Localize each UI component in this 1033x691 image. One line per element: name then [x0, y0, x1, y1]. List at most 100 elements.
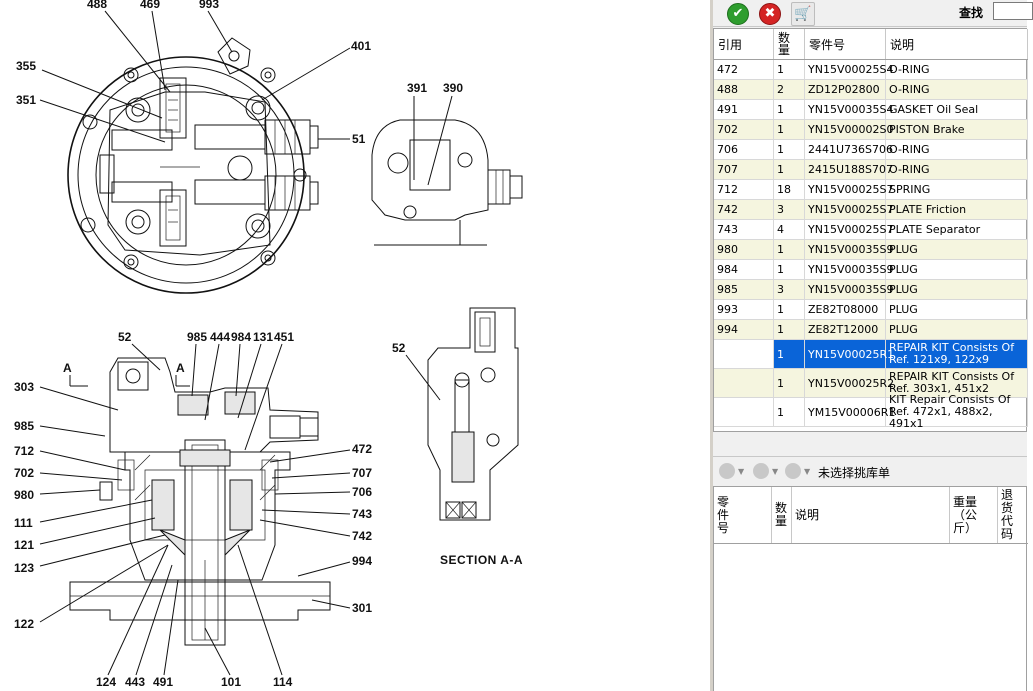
cell-qty-text: 3	[777, 203, 784, 216]
callout-52-assembly[interactable]: 52	[118, 330, 132, 344]
close-icon[interactable]: ✖	[759, 3, 781, 25]
picklist-header-part-label: 零件号	[717, 494, 730, 535]
side-detail	[371, 95, 523, 246]
cell-part-no: YN15V00025S7	[805, 220, 893, 239]
header-qty[interactable]: 数量	[774, 29, 805, 59]
cell-part-no-text: YN15V00035S9	[808, 243, 894, 256]
bottom-leaders	[39, 343, 351, 676]
cell-ref-text: 993	[717, 303, 738, 316]
cell-part-no-text: YN15V00025S4	[808, 63, 894, 76]
header-part-no[interactable]: 零件号	[805, 29, 886, 59]
cell-description-text: O-RING	[889, 163, 930, 176]
callout-391[interactable]: 391	[407, 81, 427, 95]
section-a-a-detail	[405, 307, 519, 521]
cell-qty: 2	[774, 80, 805, 99]
cell-qty: 1	[774, 320, 805, 339]
callout-702[interactable]: 702	[14, 466, 34, 480]
callout-390[interactable]: 390	[443, 81, 463, 95]
cart-icon[interactable]: 🛒	[791, 2, 815, 26]
callout-451[interactable]: 451	[274, 330, 294, 344]
callout-52-section[interactable]: 52	[392, 341, 406, 355]
callout-114[interactable]: 114	[273, 675, 293, 689]
search-input[interactable]	[993, 2, 1033, 20]
callout-123[interactable]: 123	[14, 561, 34, 575]
cell-qty-text: 1	[777, 143, 784, 156]
cell-part-no: YN15V00002S0	[805, 120, 893, 139]
chevron-down-icon[interactable]: ▼	[772, 467, 779, 476]
callout-742[interactable]: 742	[352, 529, 372, 543]
callout-706[interactable]: 706	[352, 485, 372, 499]
search-label: 查找	[959, 6, 984, 20]
cell-part-no: YN15V00035S9	[805, 260, 893, 279]
picklist-header-qty[interactable]: 数量	[772, 487, 792, 543]
callout-121[interactable]: 121	[14, 538, 34, 552]
callout-124[interactable]: 124	[96, 675, 116, 689]
callout-444[interactable]: 444	[210, 330, 230, 344]
callout-985-side[interactable]: 985	[14, 419, 34, 433]
picklist-header-return[interactable]: 退货代码	[998, 487, 1028, 543]
chevron-down-icon[interactable]: ▼	[804, 467, 811, 476]
picklist-status: 未选择挑库单	[818, 466, 891, 480]
callout-51[interactable]: 51	[352, 132, 366, 146]
callout-101[interactable]: 101	[221, 675, 241, 689]
callout-707[interactable]: 707	[352, 466, 372, 480]
chevron-down-icon[interactable]: ▼	[738, 467, 745, 476]
callout-993[interactable]: 993	[199, 0, 219, 11]
cell-description: O-RING	[886, 60, 1028, 79]
add-icon[interactable]	[785, 463, 801, 479]
callout-472[interactable]: 472	[352, 442, 372, 456]
cell-ref: 712	[714, 180, 774, 199]
cell-part-no: ZD12P02800	[805, 80, 886, 99]
callout-984[interactable]: 984	[231, 330, 251, 344]
cell-part-no: YN15V00025R1	[805, 340, 894, 368]
callout-122[interactable]: 122	[14, 617, 34, 631]
cell-part-no: YN15V00025S7	[805, 200, 893, 219]
callout-488[interactable]: 488	[87, 0, 107, 11]
callout-994[interactable]: 994	[352, 554, 372, 568]
callout-111[interactable]: 111	[14, 516, 33, 530]
cell-ref: 707	[714, 160, 774, 179]
callout-980[interactable]: 980	[14, 488, 34, 502]
callout-985-top[interactable]: 985	[187, 330, 207, 344]
callout-401[interactable]: 401	[351, 39, 371, 53]
callout-712[interactable]: 712	[14, 444, 34, 458]
refresh-icon[interactable]	[753, 463, 769, 479]
callout-443[interactable]: 443	[125, 675, 145, 689]
callout-303[interactable]: 303	[14, 380, 34, 394]
check-icon[interactable]: ✔	[727, 3, 749, 25]
callout-351[interactable]: 351	[16, 93, 36, 107]
callout-469[interactable]: 469	[140, 0, 160, 11]
cell-description-text: KIT Repair Consists Of Ref. 472x1, 488x2…	[889, 393, 1011, 430]
picklist-header-weight[interactable]: 重量（公斤）	[950, 487, 998, 543]
db-icon[interactable]	[719, 463, 735, 479]
cell-description: REPAIR KIT Consists Of Ref. 303x1, 451x2	[886, 369, 1028, 397]
callout-743[interactable]: 743	[352, 507, 372, 521]
header-description[interactable]: 说明	[886, 29, 1028, 59]
callout-355[interactable]: 355	[16, 59, 36, 73]
picklist-header-part[interactable]: 零件号	[714, 487, 772, 543]
header-ref[interactable]: 引用	[714, 29, 774, 59]
picklist-header-desc[interactable]: 说明	[792, 487, 950, 543]
callout-491[interactable]: 491	[153, 675, 173, 689]
picklist-header-weight-label: 重量（公斤）	[953, 494, 978, 535]
callout-301[interactable]: 301	[352, 601, 372, 615]
cell-ref: 984	[714, 260, 774, 279]
callout-131[interactable]: 131	[253, 330, 273, 344]
